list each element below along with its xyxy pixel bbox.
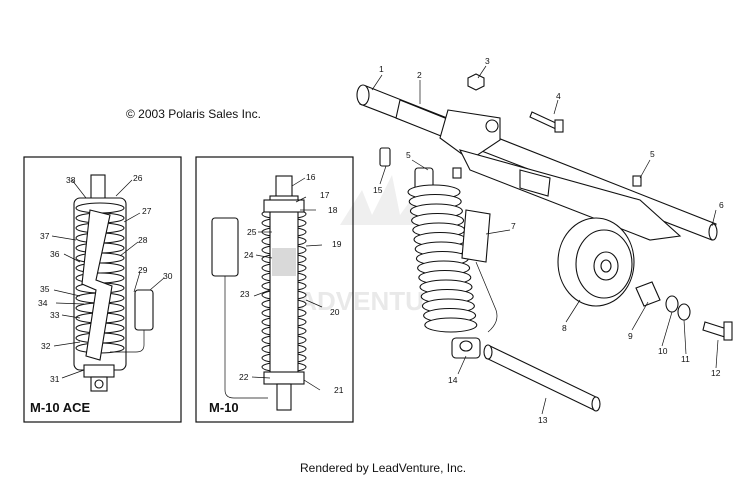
bearing-part-9: [635, 281, 661, 307]
callout-21: 21: [334, 385, 344, 395]
callout-4: 4: [556, 91, 561, 101]
callout-26: 26: [133, 173, 143, 183]
rail-axle-assembly: [356, 84, 718, 241]
spring-coil: [75, 202, 125, 214]
callout-2: 2: [417, 70, 422, 80]
callout-8: 8: [562, 323, 567, 333]
callout-33: 33: [50, 310, 60, 320]
panel-m10-ace: [23, 156, 182, 423]
callout-14: 14: [448, 375, 458, 385]
panel-m10-title: M-10: [209, 400, 239, 415]
callout-18: 18: [328, 205, 338, 215]
callout-16: 16: [306, 172, 316, 182]
callout-38: 38: [66, 175, 76, 185]
reservoir-part-7: [461, 209, 498, 333]
screw-part-5: [452, 167, 642, 187]
callout-5-left: 5: [406, 150, 411, 160]
callout-30: 30: [163, 271, 173, 281]
callout-31: 31: [50, 374, 60, 384]
callout-3: 3: [485, 56, 490, 66]
footer-credit: Rendered by LeadVenture, Inc.: [300, 461, 466, 475]
callout-11: 11: [681, 354, 690, 364]
callout-19: 19: [332, 239, 342, 249]
callout-7: 7: [511, 221, 516, 231]
callout-29: 29: [138, 265, 148, 275]
callout-9: 9: [628, 331, 633, 341]
callout-36: 36: [50, 249, 60, 259]
callout-6: 6: [719, 200, 724, 210]
callout-27: 27: [142, 206, 152, 216]
callout-12: 12: [711, 368, 721, 378]
callout-32: 32: [41, 341, 51, 351]
bolt-part-4: [529, 111, 564, 133]
m10-shock-drawing: [211, 175, 307, 411]
washer-part-10: [665, 295, 679, 313]
callout-34: 34: [38, 298, 48, 308]
callout-13: 13: [538, 415, 548, 425]
callout-15: 15: [373, 185, 383, 195]
callout-5-right: 5: [650, 149, 655, 159]
callout-28: 28: [138, 235, 148, 245]
shock-spring-part-14: [407, 167, 481, 359]
callout-labels: 1 2 3 4 5 5 6 7 8 9 10 11 12 13 14 15 16…: [38, 56, 724, 425]
wheel-part-8: [557, 217, 635, 307]
callout-37: 37: [40, 231, 50, 241]
panel-m10: [195, 156, 354, 423]
callout-24: 24: [244, 250, 254, 260]
callout-10: 10: [658, 346, 668, 356]
callout-22: 22: [239, 372, 249, 382]
callout-17: 17: [320, 190, 330, 200]
nut-part-3: [467, 73, 485, 91]
bolt-part-12: [702, 321, 733, 341]
callout-25: 25: [247, 227, 257, 237]
callout-20: 20: [330, 307, 340, 317]
panel-m10-ace-title: M-10 ACE: [30, 400, 91, 415]
axle-part-13: [483, 344, 601, 412]
callout-1: 1: [379, 64, 384, 74]
leader-lines: [51, 65, 719, 415]
washer-part-11: [677, 303, 691, 321]
ace-shock-drawing: [73, 174, 154, 392]
copyright-text: © 2003 Polaris Sales Inc.: [126, 107, 261, 121]
pin-part-15: [379, 147, 391, 167]
spring-coil: [424, 317, 478, 333]
callout-23: 23: [240, 289, 250, 299]
callout-35: 35: [40, 284, 50, 294]
